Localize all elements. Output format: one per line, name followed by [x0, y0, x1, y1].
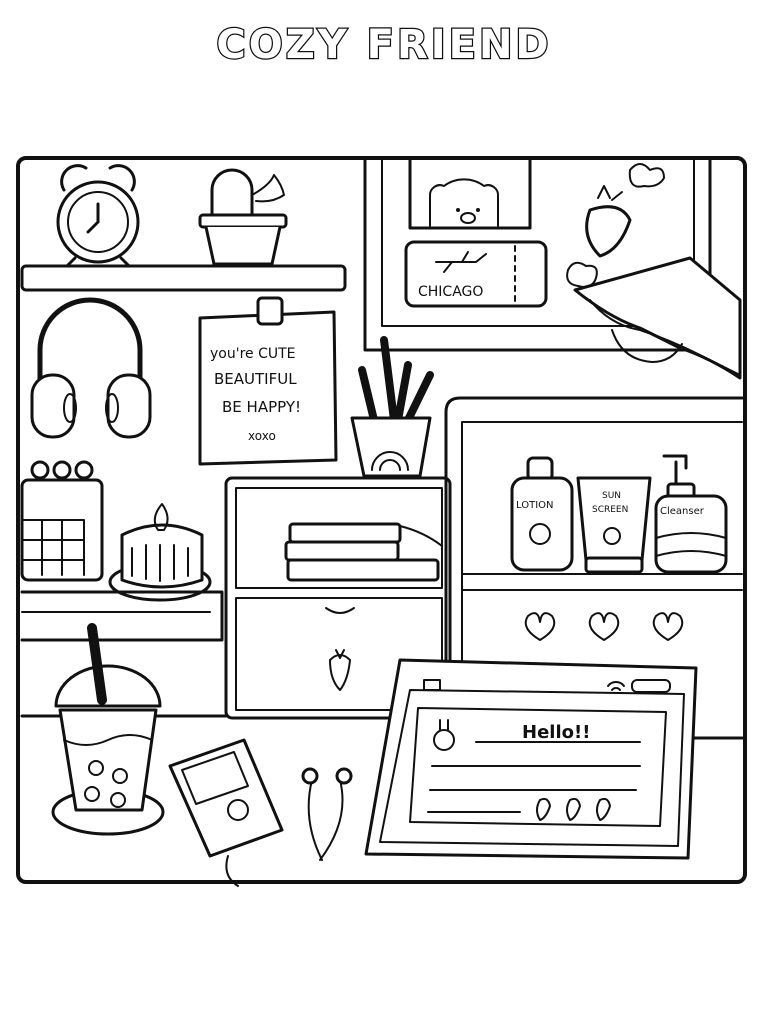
- music-player-icon: [168, 738, 353, 887]
- cake-icon: [108, 503, 212, 602]
- bubble-tea-icon: [51, 623, 165, 836]
- sun-icon: [603, 527, 621, 545]
- battery-icon: [423, 679, 441, 691]
- cleanser-bottle-icon: Cleanser: [654, 454, 728, 574]
- headphones-icon: [30, 297, 152, 439]
- pen-holder-icon: [350, 336, 434, 478]
- flower-icon: [529, 523, 551, 545]
- carrot-icon: [329, 649, 351, 691]
- airplane-icon: [435, 251, 487, 273]
- window: [363, 156, 712, 352]
- note-line-2: BEAUTIFUL: [214, 370, 297, 388]
- cactus-plant-icon: [198, 168, 288, 266]
- right-cabinet: [444, 396, 744, 732]
- sunscreen-label-2: SCREEN: [592, 505, 628, 515]
- note-line-1: you're CUTE: [210, 346, 296, 362]
- note-signature: xoxo: [248, 429, 276, 443]
- wall-shelf: [20, 264, 347, 292]
- battery-indicator-icon: [631, 679, 671, 693]
- sunscreen-tube-icon: SUN SCREEN: [576, 476, 652, 574]
- books-icon: [284, 522, 443, 583]
- alarm-clock-icon: [56, 164, 140, 268]
- heart-icon: [524, 612, 556, 641]
- sticky-note: you're CUTE BEAUTIFUL BE HAPPY! xoxo: [198, 296, 338, 466]
- heart-icon: [588, 612, 620, 641]
- middle-cabinet: [224, 476, 452, 720]
- tablet-device: Hello!!: [364, 658, 698, 860]
- sunscreen-label-1: SUN: [602, 491, 621, 501]
- carrot-sticker-icon: [566, 163, 665, 288]
- cleanser-label: Cleanser: [660, 506, 705, 517]
- tablet-message: Hello!!: [522, 722, 590, 743]
- flower-icon: [566, 261, 598, 288]
- desk-lamp-icon: [573, 256, 742, 380]
- left-counter: [20, 590, 224, 642]
- bear-icon: [428, 178, 500, 227]
- earphones-icon: [225, 779, 344, 887]
- page-title: COZY FRIEND: [215, 21, 552, 70]
- wifi-icon: [607, 681, 625, 691]
- lotion-label: LOTION: [516, 500, 554, 511]
- drawer-handle: [325, 607, 355, 614]
- ticket-city-text: CHICAGO: [418, 284, 483, 300]
- chicago-ticket: CHICAGO: [404, 240, 548, 308]
- heart-icon: [652, 612, 684, 641]
- bunny-icon: [433, 729, 455, 751]
- lotion-bottle-icon: LOTION: [510, 456, 574, 572]
- note-line-3: BE HAPPY!: [222, 398, 301, 416]
- carrot-icons: [536, 797, 611, 821]
- flower-icon: [628, 163, 665, 188]
- calendar-icon: [20, 460, 104, 582]
